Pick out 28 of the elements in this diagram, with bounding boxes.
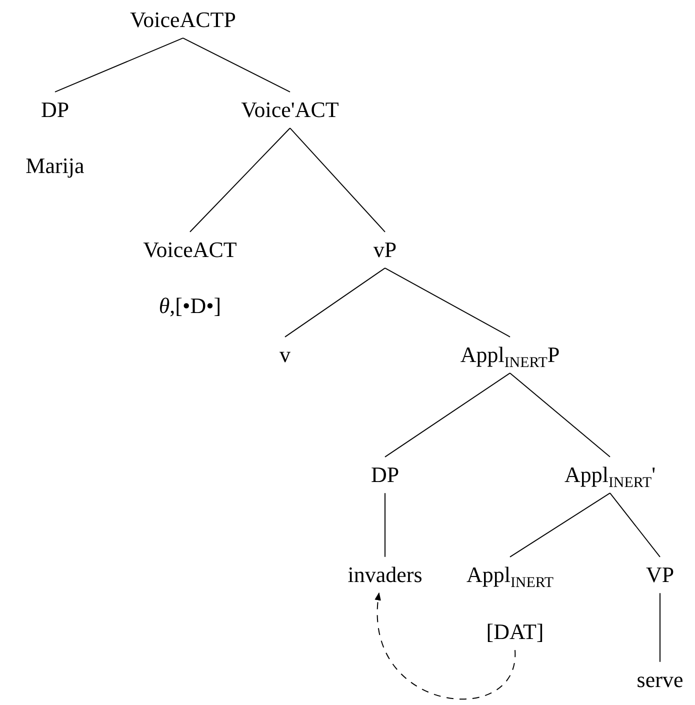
tree-node-label: Appl$_{INERT}$P (456, 336, 564, 374)
node-annotation: θ,[•D•] (158, 293, 222, 319)
tree-branch (290, 128, 386, 232)
tree-branch (284, 268, 386, 338)
tree-branch (384, 492, 386, 558)
tree-node-label: VoiceACTP (126, 2, 240, 38)
tree-branch (510, 492, 610, 558)
tree-node-label: [DAT] (482, 614, 548, 650)
tree-branch (54, 38, 184, 92)
tree-branch (190, 128, 290, 232)
tree-branch (610, 492, 660, 558)
tree-node-label: Voice'ACT (237, 92, 343, 128)
tree-node-label: VP (642, 556, 678, 594)
tree-node-label: Appl$_{INERT}$' (560, 456, 660, 494)
tree-node-label: vP (369, 232, 401, 268)
tree-branch (384, 372, 510, 458)
tree-node-label: invaders (344, 556, 426, 594)
tree-branch (384, 268, 510, 338)
tree-node-label: Appl$_{INERT}$ (462, 556, 558, 594)
tree-node-label: DP (366, 456, 404, 494)
tree-node-label: serve (632, 662, 688, 698)
arrow (375, 592, 516, 700)
tree-branch (510, 372, 610, 458)
tree-node-label: v (276, 336, 294, 374)
tree-branch (182, 38, 290, 92)
tree-node-label: VoiceACT (139, 232, 241, 268)
node-annotation: Marija (26, 153, 84, 179)
tree-node-label: DP (36, 92, 74, 128)
